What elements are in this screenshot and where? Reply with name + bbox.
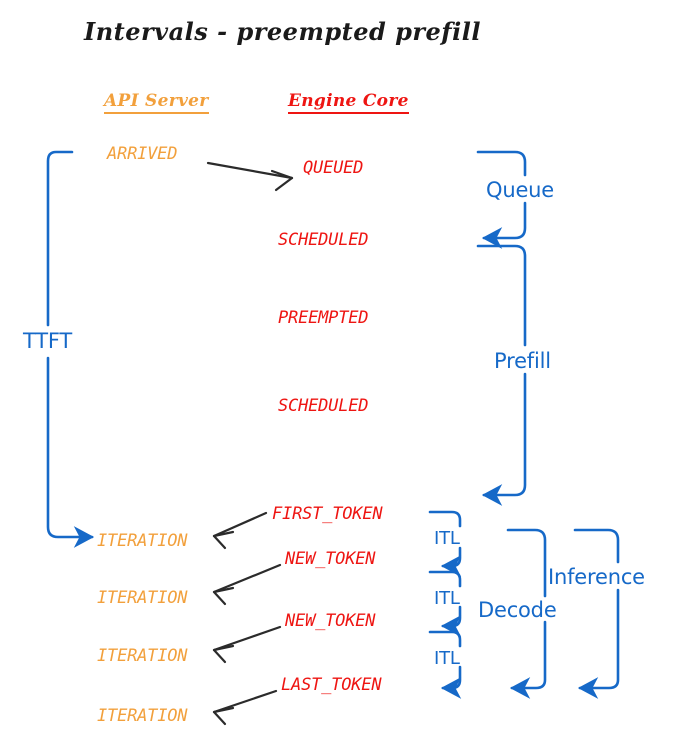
state-iteration-3: ITERATION: [97, 646, 188, 666]
state-scheduled-1: SCHEDULED: [278, 230, 369, 250]
column-header-underline: [288, 112, 409, 114]
interval-bracket-prefill: [476, 244, 527, 506]
state-first-token: FIRST_TOKEN: [272, 504, 383, 524]
connector-arrow-last-token-to-iteration: [212, 689, 278, 726]
state-scheduled-2: SCHEDULED: [278, 396, 369, 416]
interval-label-ttft: TTFT: [23, 329, 73, 353]
column-header-engine-core-label: Engine Core: [288, 91, 409, 111]
interval-label-itl-2: ITL: [434, 588, 460, 609]
interval-bracket-ttft: [46, 150, 95, 548]
interval-label-inference: Inference: [548, 565, 645, 589]
page-title: Intervals - preempted prefill: [84, 17, 481, 46]
state-iteration-2: ITERATION: [97, 588, 188, 608]
interval-bracket-inference: [573, 528, 620, 699]
interval-label-itl-1: ITL: [434, 528, 460, 549]
interval-label-prefill: Prefill: [494, 349, 551, 373]
interval-bracket-itl-2: [428, 570, 462, 637]
state-new-token-2: NEW_TOKEN: [285, 611, 376, 631]
interval-label-itl-3: ITL: [434, 648, 460, 669]
interval-label-queue: Queue: [486, 178, 554, 202]
state-arrived: ARRIVED: [107, 144, 178, 164]
state-preempted: PREEMPTED: [278, 308, 369, 328]
interval-bracket-itl-1: [428, 510, 462, 577]
interval-bracket-queue: [476, 150, 527, 249]
state-iteration-1: ITERATION: [97, 531, 188, 551]
interval-bracket-itl-3: [428, 630, 462, 699]
state-queued: QUEUED: [303, 158, 364, 178]
state-last-token: LAST_TOKEN: [281, 675, 382, 695]
connector-arrow-new-token-1-to-iteration: [212, 563, 282, 606]
connector-arrow-first-token-to-iteration: [212, 511, 268, 550]
column-header-engine-core: Engine Core: [288, 93, 409, 114]
column-header-api-server: API Server: [104, 93, 209, 114]
state-new-token-1: NEW_TOKEN: [285, 549, 376, 569]
connector-arrow-arrived-to-queued: [206, 161, 294, 192]
column-header-underline: [104, 112, 209, 114]
interval-label-decode: Decode: [478, 598, 557, 622]
connector-arrow-new-token-2-to-iteration: [212, 625, 282, 664]
column-header-api-server-label: API Server: [104, 91, 209, 111]
interval-bracket-decode: [506, 528, 547, 699]
state-iteration-4: ITERATION: [97, 706, 188, 726]
